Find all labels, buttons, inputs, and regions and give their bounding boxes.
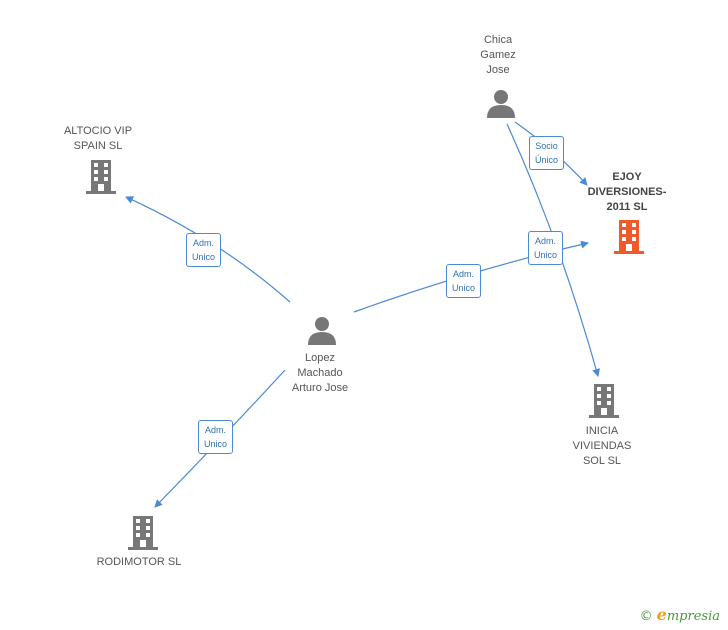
- node-label-altocio[interactable]: ALTOCIO VIP SPAIN SL: [63, 125, 133, 152]
- node-label-chica[interactable]: Chica Gamez Jose: [480, 34, 516, 76]
- edge-label-lopez-rodimotor: Adm. Unico: [198, 420, 234, 454]
- edge-label-chica-inicia: Adm. Unico: [528, 231, 564, 265]
- brand-name: mpresia: [666, 609, 720, 624]
- node-label-lopez[interactable]: Lopez Machado Arturo Jose: [291, 352, 349, 394]
- copyright-symbol: ©: [639, 609, 653, 624]
- edge-label-chica-ejoy: Socio Único: [529, 136, 565, 170]
- node-label-ejoy[interactable]: EJOY DIVERSIONES- 2011 SL: [587, 171, 667, 213]
- node-label-inicia[interactable]: INICIA VIVIENDAS SOL SL: [572, 425, 632, 467]
- building-icon[interactable]: [589, 384, 619, 418]
- node-label-rodimotor[interactable]: RODIMOTOR SL: [96, 556, 182, 568]
- person-icon[interactable]: [486, 88, 516, 118]
- edge-label-lopez-ejoy: Adm. Unico: [446, 264, 482, 298]
- edge-label-lopez-altocio: Adm. Unico: [186, 233, 222, 267]
- person-icon[interactable]: [307, 315, 337, 345]
- building-main-icon[interactable]: [614, 220, 644, 254]
- footer-brand[interactable]: ©empresia: [640, 605, 720, 624]
- brand-initial: e: [656, 605, 667, 624]
- building-icon[interactable]: [86, 160, 116, 194]
- building-icon[interactable]: [128, 516, 158, 550]
